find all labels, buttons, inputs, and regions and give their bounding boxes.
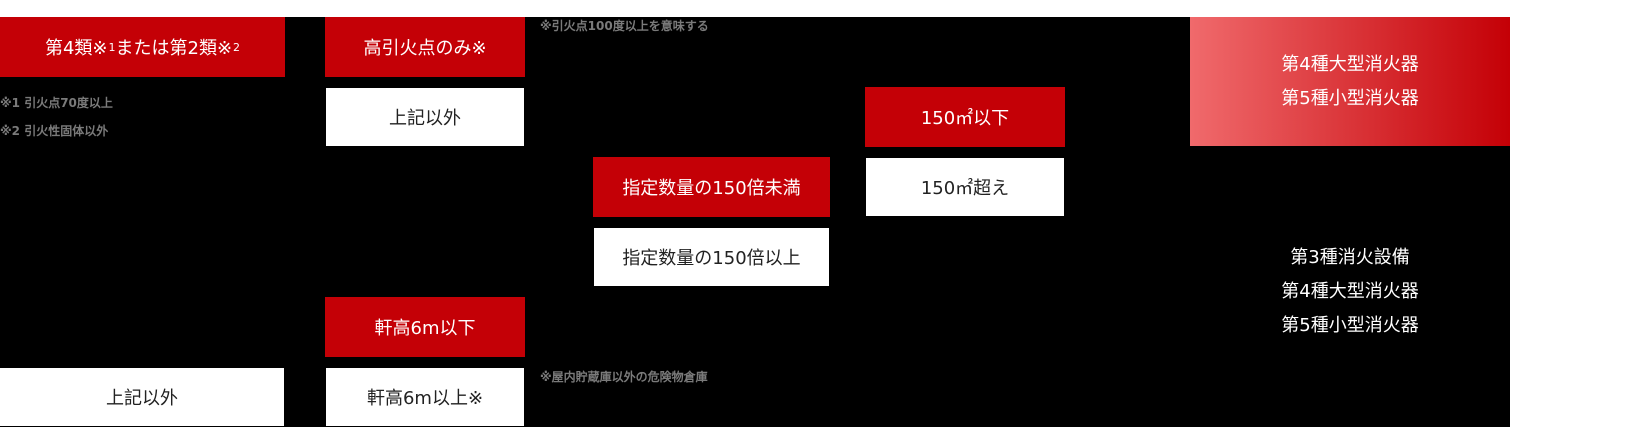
result-extinguishers-basic: 第4種大型消火器 第5種小型消火器 [1190, 17, 1510, 146]
footnote-1: ※1 引火点70度以上 [0, 96, 113, 110]
quantity-under-150x: 指定数量の150倍未満 [593, 157, 830, 217]
category-main-label: 第4類※ [44, 38, 108, 59]
result-line: 第5種小型消火器 [1281, 87, 1419, 109]
eave-height-note: ※屋内貯蔵庫以外の危険物倉庫 [540, 370, 708, 384]
footnote-2: ※2 引火性固体以外 [0, 124, 109, 138]
result-extinguishers-full: 第3種消火設備 第4種大型消火器 第5種小型消火器 [1190, 240, 1510, 344]
area-over-150sqm: 150㎡超え [866, 158, 1064, 216]
footnote-2-marker: 2 [233, 40, 241, 54]
eave-height-under-6m: 軒高6m以下 [325, 297, 525, 357]
result-line: 第4種大型消火器 [1281, 281, 1419, 302]
footnote-1-marker: 1 [108, 40, 116, 54]
high-flash-point-note: ※引火点100度以上を意味する [540, 19, 709, 33]
high-flash-other: 上記以外 [326, 88, 524, 146]
category-mid-label: または第2類※ [115, 38, 233, 59]
area-under-150sqm: 150㎡以下 [865, 87, 1065, 147]
result-line: 第3種消火設備 [1290, 247, 1410, 268]
result-line: 第4種大型消火器 [1281, 53, 1419, 75]
result-line: 第5種小型消火器 [1281, 315, 1419, 336]
high-flash-point-only: 高引火点のみ※ [325, 17, 525, 77]
quantity-over-150x: 指定数量の150倍以上 [594, 228, 829, 286]
eave-height-over-6m: 軒高6m以上※ [326, 368, 524, 426]
category-other: 上記以外 [0, 368, 284, 426]
